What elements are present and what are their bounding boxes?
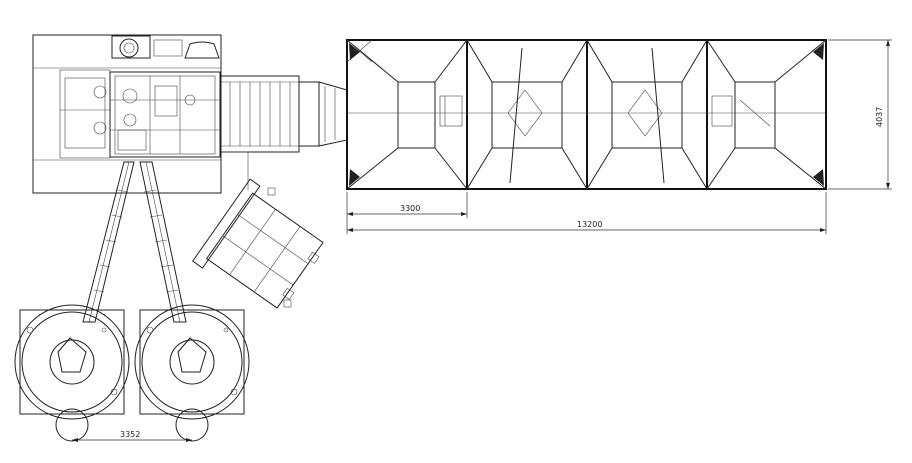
weigh-hopper [192, 178, 324, 309]
bin-1 [346, 39, 468, 190]
dimension-silo-spacing: 3352 [72, 430, 192, 442]
dimension-section-width: 3300 [346, 192, 468, 218]
feed-conveyor [220, 75, 348, 190]
cement-silo-1 [14, 304, 130, 442]
mixer-building [32, 34, 222, 194]
dimension-total-length-label: 13200 [577, 220, 602, 229]
bin-3 [586, 39, 708, 190]
bin-2 [466, 39, 588, 190]
aggregate-bins [346, 39, 827, 190]
cement-silo-2 [134, 304, 250, 442]
dimension-total-length: 13200 [346, 192, 827, 234]
dimension-width: 4037 [828, 39, 892, 190]
dimension-width-label: 4037 [875, 107, 884, 127]
screw-conveyors [82, 161, 187, 323]
dimension-section-width-label: 3300 [400, 204, 420, 213]
dimension-silo-spacing-label: 3352 [120, 430, 140, 439]
bin-4 [706, 39, 827, 190]
